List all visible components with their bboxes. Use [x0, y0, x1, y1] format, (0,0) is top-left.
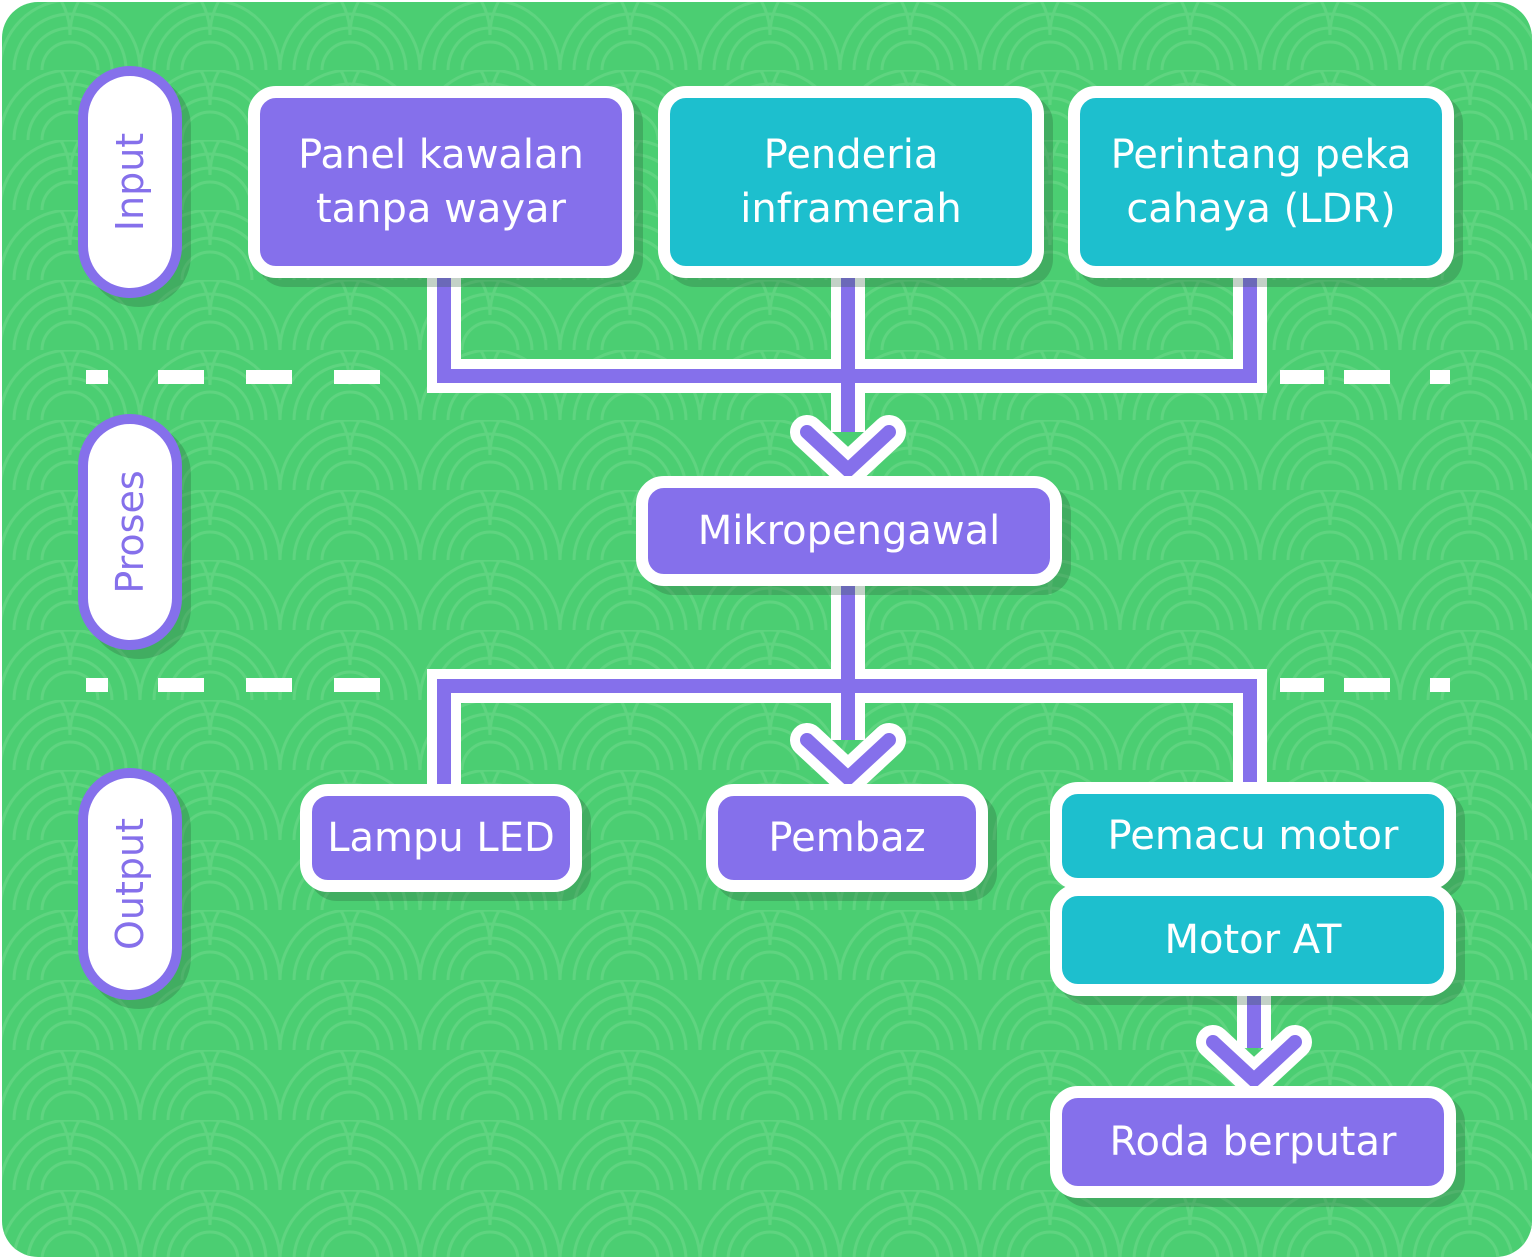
input-box-ldr: Perintang peka cahaya (LDR) — [1068, 86, 1454, 278]
divider-dash — [1344, 678, 1390, 692]
process-box-controller: Mikropengawal — [636, 476, 1062, 586]
output-box-wheels-text: Roda berputar — [1109, 1119, 1397, 1165]
output-box-buzzer-text: Pembaz — [768, 815, 926, 861]
output-box-dc-motor-text: Motor AT — [1164, 917, 1342, 963]
divider-dash — [1280, 678, 1324, 692]
output-box-led-text: Lampu LED — [327, 815, 555, 861]
stage-label-output: Output — [78, 768, 182, 1000]
divider-dash — [334, 370, 380, 384]
input-branch-line — [437, 272, 1257, 432]
input-box-infrared: Penderia inframerah — [658, 86, 1044, 278]
stage-label-input-text: Input — [108, 132, 152, 232]
divider-dash — [246, 678, 292, 692]
stage-label-input: Input — [78, 66, 182, 298]
arrowhead-to-controller — [800, 425, 896, 477]
input-box-ldr-text: Perintang peka cahaya (LDR) — [1110, 132, 1412, 232]
divider-dash — [86, 678, 108, 692]
divider-dash — [158, 678, 204, 692]
output-box-motor-driver: Pemacu motor — [1050, 782, 1456, 890]
output-box-dc-motor: Motor AT — [1050, 884, 1456, 996]
arrowhead-to-wheels — [1206, 1035, 1302, 1087]
input-box-remote-text: Panel kawalan tanpa wayar — [298, 132, 584, 232]
output-box-wheels: Roda berputar — [1050, 1086, 1456, 1198]
stage-label-process-text: Proses — [108, 470, 152, 594]
output-branch-line — [437, 580, 1257, 790]
stage-label-process: Proses — [78, 414, 182, 650]
process-box-controller-text: Mikropengawal — [697, 508, 1001, 554]
input-box-remote: Panel kawalan tanpa wayar — [248, 86, 634, 278]
output-box-motor-driver-text: Pemacu motor — [1107, 813, 1399, 859]
divider-dash — [1280, 370, 1324, 384]
output-box-buzzer: Pembaz — [706, 784, 988, 892]
divider-dash — [1344, 370, 1390, 384]
divider-dash — [1430, 678, 1450, 692]
stage-label-output-text: Output — [108, 818, 152, 950]
divider-dash — [1430, 370, 1450, 384]
divider-dash — [158, 370, 204, 384]
arrowhead-to-buzzer — [800, 733, 896, 785]
divider-dash — [334, 678, 380, 692]
divider-dash — [246, 370, 292, 384]
divider-dash — [86, 370, 108, 384]
output-box-led: Lampu LED — [300, 784, 582, 892]
input-box-infrared-text: Penderia inframerah — [740, 132, 962, 232]
